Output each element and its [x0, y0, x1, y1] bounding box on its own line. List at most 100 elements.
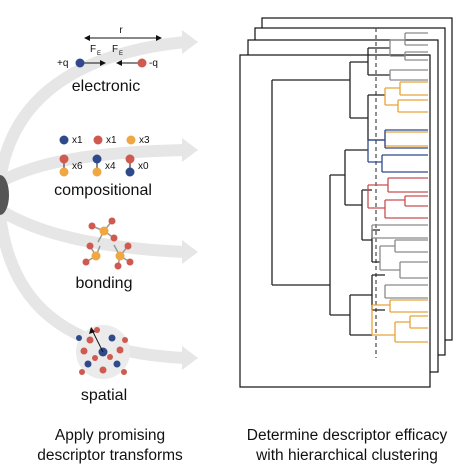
bond-atom-a — [88, 222, 96, 230]
label-spatial: spatial — [81, 387, 127, 404]
blue-c — [381, 154, 428, 173]
sp-3 — [116, 346, 124, 354]
left-caption-line1: Apply promising — [54, 427, 166, 444]
spatial-radius-arrow — [91, 329, 104, 353]
gray-mid-d — [399, 261, 428, 279]
arrow-to-bonding — [0, 204, 191, 258]
comp-count-4: x6 — [72, 161, 83, 172]
blue-b — [384, 129, 428, 149]
gray-top-c — [404, 51, 428, 61]
comp-count-2: x1 — [106, 135, 117, 146]
sp-5 — [99, 366, 107, 374]
r-label: r — [119, 25, 123, 36]
red-c — [384, 199, 428, 219]
dendrogram — [271, 28, 428, 358]
arrow-head-spatial — [182, 346, 198, 370]
top-cluster — [349, 61, 368, 119]
bottom-join — [371, 274, 385, 311]
force-right-head — [116, 60, 122, 66]
gray-top-a — [389, 39, 405, 57]
red-a — [367, 184, 388, 209]
comp-count-5: x4 — [105, 161, 116, 172]
fe-left-sub: E — [97, 51, 101, 57]
bond-atom-b — [108, 217, 116, 225]
label-bonding: bonding — [76, 275, 133, 292]
bond-atom-center-2 — [91, 251, 101, 261]
sp-14 — [79, 369, 85, 375]
comp-pair-a-top — [59, 154, 69, 164]
dendro-blue — [367, 129, 428, 173]
orange-bot-b — [389, 299, 428, 313]
bond-atom-h — [114, 262, 122, 270]
sp-13 — [121, 369, 127, 375]
arrow-to-electronic — [0, 36, 191, 186]
orange-top-b — [399, 81, 428, 96]
comp-atom-red — [93, 135, 103, 145]
arrow-to-compositional — [0, 144, 191, 188]
gray-top-b — [404, 32, 428, 46]
root-branch — [271, 79, 288, 286]
right-caption-line2: with hierarchical clustering — [256, 447, 438, 464]
sp-4 — [113, 360, 121, 368]
blue-a — [367, 139, 385, 163]
orange-top-c — [397, 99, 428, 113]
label-compositional: compositional — [54, 182, 152, 199]
q-positive: +q — [57, 58, 68, 69]
comp-pair-c-top — [125, 154, 135, 164]
force-left-head — [100, 60, 106, 66]
top-gray-join — [367, 47, 390, 76]
dendro-gray-mid — [371, 224, 428, 299]
r-arrow-head-right — [156, 35, 162, 41]
sp-12 — [92, 355, 98, 361]
sp-8 — [94, 327, 100, 333]
sp-11 — [107, 354, 113, 360]
comp-count-3: x3 — [139, 135, 150, 146]
sp-10 — [76, 335, 82, 341]
middle-cluster — [344, 149, 368, 206]
dendro-red — [367, 177, 428, 219]
bottom-cluster — [349, 294, 372, 336]
fe-left-label: F — [90, 44, 96, 55]
orange-top-a — [384, 87, 400, 106]
sp-7 — [80, 347, 88, 355]
right-caption-line1: Determine descriptor efficacy — [246, 427, 448, 444]
dendro-orange-bottom — [371, 299, 428, 343]
fe-right-sub: E — [119, 51, 123, 57]
bond-atom-c — [110, 234, 118, 242]
q-negative: -q — [149, 58, 158, 69]
bonding-atoms — [82, 217, 134, 270]
right-caption: Determine descriptor efficacy with hiera… — [222, 426, 472, 466]
gray-mid-a — [371, 224, 428, 239]
positive-charge-atom — [75, 58, 85, 68]
bond-atom-e — [86, 242, 94, 250]
bond-atom-g — [124, 242, 132, 250]
red-d — [404, 195, 428, 207]
electronic-icon: r F E F E +q -q — [57, 25, 162, 69]
orange-bot-c — [394, 321, 428, 343]
comp-atom-orange — [126, 135, 136, 145]
source-node — [0, 175, 9, 215]
lower-main — [288, 174, 350, 316]
comp-pair-b-bottom — [92, 167, 102, 177]
negative-charge-atom — [137, 58, 147, 68]
sp-1 — [86, 336, 94, 344]
gray-mid-e — [384, 284, 428, 299]
fe-right-label: F — [112, 44, 118, 55]
comp-pair-b-top — [92, 154, 102, 164]
spatial-icon — [76, 325, 130, 379]
r-arrow-head-left — [84, 35, 90, 41]
left-caption: Apply promising descriptor transforms — [10, 426, 210, 466]
bond-atom-center-1 — [99, 226, 109, 236]
transform-arrows — [0, 36, 191, 364]
gray-mid-c — [394, 239, 428, 253]
orange-bot-d — [409, 315, 428, 329]
comp-pair-c-bottom — [125, 167, 135, 177]
dendro-gray-top — [389, 32, 428, 81]
sp-2 — [108, 334, 116, 342]
arrow-to-spatial — [0, 209, 191, 364]
orange-bot-a — [371, 304, 395, 336]
arrow-head-electronic — [182, 30, 198, 54]
sp-6 — [84, 360, 92, 368]
page-front — [239, 54, 431, 388]
